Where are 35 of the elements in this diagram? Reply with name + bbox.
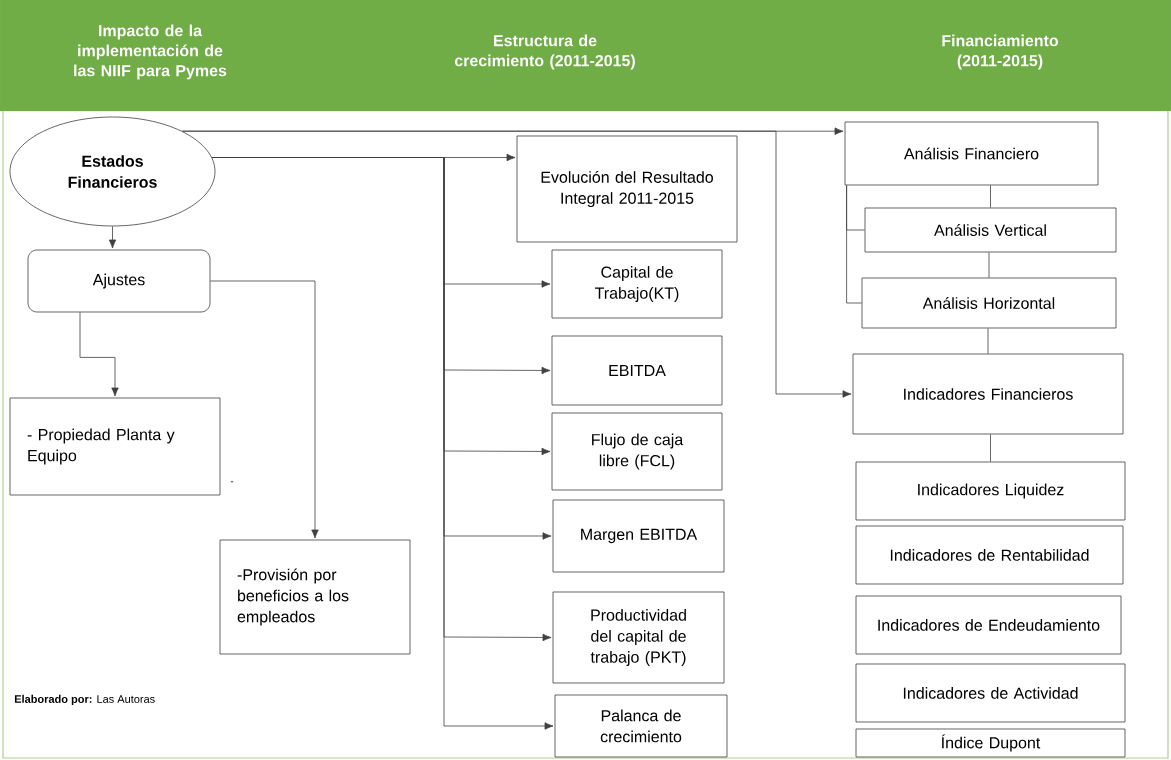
text-box: Capital de Trabajo(KT) — [551, 249, 723, 319]
connector-line — [846, 185, 862, 304]
text-box: Evolución del Resultado Integral 2011-2015 — [516, 135, 738, 243]
connector-line — [990, 434, 991, 462]
text-box: Palanca de crecimiento — [554, 694, 728, 758]
text-box: Análisis Financiero — [844, 121, 1099, 186]
text-box: EBITDA — [551, 335, 723, 406]
arrow — [211, 157, 554, 730]
text-box: Indicadores Liquidez — [855, 461, 1126, 521]
text-box: Índice Dupont — [855, 728, 1126, 758]
arrow — [79, 312, 119, 397]
text-box: Flujo de caja libre (FCL) — [551, 412, 723, 491]
text-box: Análisis Vertical — [864, 207, 1117, 253]
text-box: - Propiedad Planta y Equipo — [9, 397, 221, 496]
text-box: Margen EBITDA — [552, 499, 725, 573]
column-heading: Impacto de la implementación de las NIIF para Pymes — [74, 24, 227, 80]
connector-line — [990, 185, 991, 208]
credit-note: Elaborado por: Las Autoras — [14, 694, 155, 706]
dash-mark: - — [230, 481, 234, 483]
text-box: Indicadores Financieros — [852, 353, 1124, 435]
ellipse-node: Estados Financieros — [9, 116, 216, 227]
text-box: Indicadores de Actividad — [855, 663, 1126, 723]
text-box: Indicadores de Rentabilidad — [855, 525, 1124, 585]
text-box: -Provisión por beneficios a los empleados — [219, 539, 411, 655]
column-heading: Financiamiento (2011-2015) — [942, 34, 1059, 70]
arrow — [108, 226, 117, 249]
text-box: Productividad del capital de trabajo (PKT) — [552, 591, 725, 684]
connector-line — [988, 252, 990, 278]
arrow — [210, 280, 319, 539]
text-box: Análisis Horizontal — [861, 277, 1117, 329]
rounded-box: Ajustes — [27, 249, 211, 313]
text-box: Indicadores de Endeudamiento — [855, 595, 1122, 655]
arrow — [181, 130, 852, 398]
connector-line — [987, 328, 989, 354]
column-heading: Estructura de crecimiento (2011-2015) — [454, 34, 635, 70]
